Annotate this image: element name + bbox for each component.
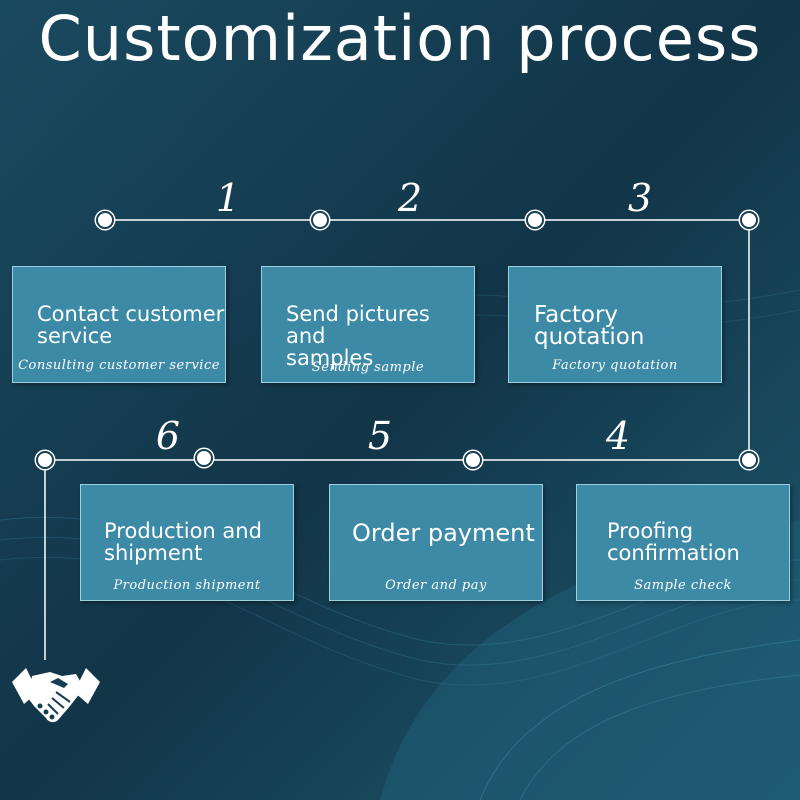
handshake-icon bbox=[12, 668, 100, 723]
timeline-node bbox=[526, 211, 544, 229]
step-card-proofing-confirmation: Proofing confirmation Sample check bbox=[576, 484, 790, 601]
step-number-2: 2 bbox=[397, 176, 423, 220]
card-subtitle: Factory quotation bbox=[552, 358, 678, 373]
timeline-node bbox=[740, 211, 758, 229]
card-title: Send pictures and samples bbox=[286, 302, 430, 370]
card-subtitle: Sample check bbox=[634, 578, 732, 593]
timeline-node bbox=[96, 211, 114, 229]
step-number-4: 4 bbox=[605, 414, 631, 458]
step-card-order-payment: Order payment Order and pay bbox=[329, 484, 543, 601]
step-card-factory-quotation: Factory quotation Factory quotation bbox=[508, 266, 722, 383]
timeline-node bbox=[311, 211, 329, 229]
card-subtitle: Sending sample bbox=[311, 360, 425, 375]
card-subtitle: Production shipment bbox=[113, 578, 261, 593]
card-title: Factory quotation bbox=[534, 302, 645, 350]
card-subtitle: Consulting customer service bbox=[18, 358, 220, 373]
timeline-node bbox=[195, 449, 213, 467]
step-card-production-and-shipment: Production and shipment Production shipm… bbox=[80, 484, 294, 601]
step-card-send-pictures-and-samples: Send pictures and samples Sending sample bbox=[261, 266, 475, 383]
card-title: Contact customer service bbox=[37, 302, 225, 348]
card-title: Order payment bbox=[352, 519, 535, 547]
step-number-1: 1 bbox=[215, 176, 241, 220]
card-title: Proofing confirmation bbox=[607, 519, 740, 565]
step-number-6: 6 bbox=[155, 414, 181, 458]
step-number-3: 3 bbox=[627, 176, 653, 220]
step-card-contact-customer-service: Contact customer service Consulting cust… bbox=[12, 266, 226, 383]
step-number-5: 5 bbox=[367, 414, 393, 458]
page-title: Customization process bbox=[38, 2, 762, 75]
timeline-node bbox=[740, 451, 758, 469]
timeline-node bbox=[464, 451, 482, 469]
card-title: Production and shipment bbox=[104, 519, 262, 565]
timeline-node bbox=[36, 451, 54, 469]
card-subtitle: Order and pay bbox=[385, 578, 487, 593]
